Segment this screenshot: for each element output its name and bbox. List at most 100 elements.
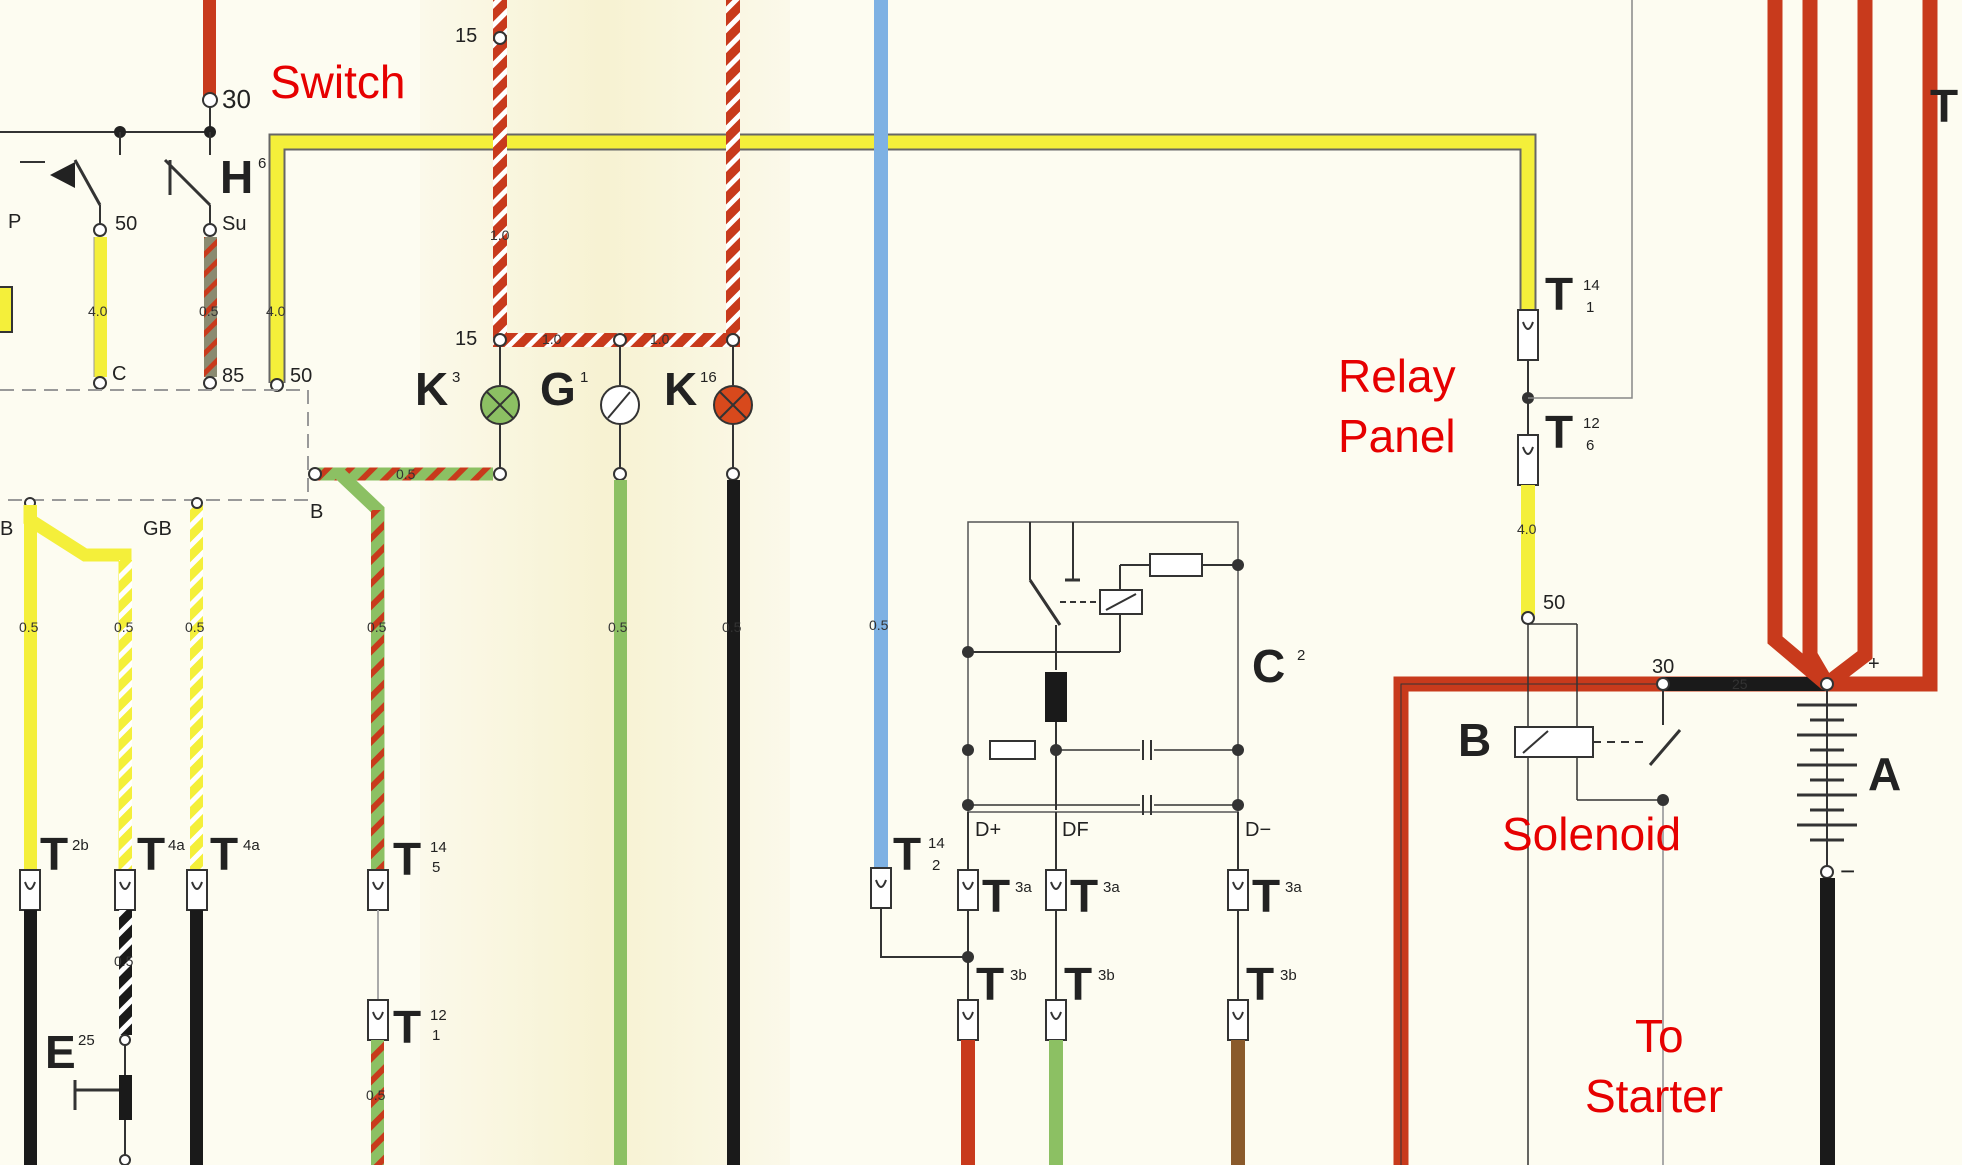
connector-pin-glyphs xyxy=(24,321,1534,1020)
svg-text:4a: 4a xyxy=(243,837,260,854)
terminal-85: 85 xyxy=(222,365,244,387)
terminal-50-relay: 50 xyxy=(290,365,312,387)
svg-text:4.0: 4.0 xyxy=(1517,521,1537,537)
component-h-sup: 6 xyxy=(258,155,266,172)
svg-text:T: T xyxy=(210,828,238,880)
warning-lamps-section xyxy=(308,0,753,1165)
svg-text:T: T xyxy=(40,828,68,880)
solenoid-label: Solenoid xyxy=(1502,808,1681,860)
svg-text:T: T xyxy=(976,958,1004,1010)
terminal-gb: GB xyxy=(143,518,172,540)
connector-t12-6: T 12 6 xyxy=(1545,406,1600,458)
component-c2: C xyxy=(1252,640,1285,692)
terminal-c: C xyxy=(112,363,126,385)
dashed-module-box xyxy=(0,389,309,501)
svg-text:0.5: 0.5 xyxy=(396,466,416,482)
svg-text:1.0: 1.0 xyxy=(490,227,510,243)
svg-text:5: 5 xyxy=(432,859,440,876)
component-b: B xyxy=(1458,714,1491,766)
svg-text:T: T xyxy=(137,828,165,880)
terminal-su: Su xyxy=(222,213,246,235)
starter-signal-wire xyxy=(268,133,1537,392)
relay-panel-label-1: Relay xyxy=(1338,350,1456,402)
to-starter-label-2: Starter xyxy=(1585,1070,1723,1122)
connector-t3a-2: T 3a xyxy=(1070,870,1120,922)
to-starter-label-1: To xyxy=(1635,1010,1684,1062)
svg-text:T: T xyxy=(1252,870,1280,922)
svg-text:T: T xyxy=(1246,958,1274,1010)
svg-text:2b: 2b xyxy=(72,837,89,854)
component-e25: E xyxy=(45,1026,76,1078)
svg-text:4a: 4a xyxy=(168,837,185,854)
svg-text:0.5: 0.5 xyxy=(19,619,39,635)
svg-text:T: T xyxy=(982,870,1010,922)
svg-text:T: T xyxy=(393,1001,421,1053)
svg-text:1.0: 1.0 xyxy=(542,331,562,347)
component-t-right: T xyxy=(1930,80,1958,132)
connector-t14-1: T 14 1 xyxy=(1545,268,1600,320)
terminal-b: B xyxy=(310,501,323,523)
connector-t2b: T 2b xyxy=(40,828,89,880)
svg-text:0.5: 0.5 xyxy=(114,953,134,969)
svg-text:0.5: 0.5 xyxy=(608,619,628,635)
svg-text:0.5: 0.5 xyxy=(367,619,387,635)
wire-gauge-labels: 1.0 1.0 1.0 4.0 0.5 4.0 4.0 0.5 0.5 0.5 … xyxy=(19,227,1748,1103)
terminal-30: 30 xyxy=(222,84,251,114)
terminal-d-plus: D+ xyxy=(975,819,1001,841)
svg-text:1: 1 xyxy=(1586,299,1594,316)
svg-text:0.5: 0.5 xyxy=(185,619,205,635)
svg-text:14: 14 xyxy=(928,835,945,852)
component-g1: G xyxy=(540,363,576,415)
component-k16: K xyxy=(664,363,697,415)
terminal-50: 50 xyxy=(115,213,137,235)
connector-t3a-3: T 3a xyxy=(1252,870,1302,922)
terminal-15-top: 15 xyxy=(455,25,477,47)
component-k3: K xyxy=(415,363,448,415)
svg-text:12: 12 xyxy=(1583,415,1600,432)
terminal-15: 15 xyxy=(455,328,477,350)
svg-text:4.0: 4.0 xyxy=(88,303,108,319)
component-g1-sup: 1 xyxy=(580,369,588,386)
svg-text:12: 12 xyxy=(430,1007,447,1024)
component-e25-sup: 25 xyxy=(78,1032,95,1049)
switch-label: Switch xyxy=(270,56,405,108)
svg-text:0.5: 0.5 xyxy=(366,1087,386,1103)
svg-text:2: 2 xyxy=(932,857,940,874)
svg-text:3b: 3b xyxy=(1010,967,1027,984)
svg-text:T: T xyxy=(393,833,421,885)
svg-text:1: 1 xyxy=(432,1027,440,1044)
terminal-df: DF xyxy=(1062,819,1089,841)
svg-text:T: T xyxy=(893,828,921,880)
lower-left-wires xyxy=(19,497,208,1165)
connector-t3b-2: T 3b xyxy=(1064,958,1115,1010)
solenoid-coil-icon xyxy=(1514,726,1594,758)
svg-text:0.5: 0.5 xyxy=(869,617,889,633)
terminal-plus: + xyxy=(1868,653,1880,675)
svg-text:3a: 3a xyxy=(1103,879,1120,896)
battery-icon xyxy=(1797,690,1857,868)
svg-text:1.0: 1.0 xyxy=(650,331,670,347)
component-h: H xyxy=(220,151,253,203)
svg-text:T: T xyxy=(1070,870,1098,922)
component-a: A xyxy=(1868,748,1901,800)
terminal-p: P xyxy=(8,211,21,233)
left-switch-section xyxy=(0,0,218,390)
svg-text:0.5: 0.5 xyxy=(114,619,134,635)
connector-t4a-1: T 4a xyxy=(137,828,185,880)
svg-text:0.5: 0.5 xyxy=(722,619,742,635)
terminal-d-minus: D− xyxy=(1245,819,1271,841)
svg-text:3a: 3a xyxy=(1285,879,1302,896)
svg-text:3b: 3b xyxy=(1280,967,1297,984)
terminal-30-solenoid: 30 xyxy=(1652,656,1674,678)
svg-text:3a: 3a xyxy=(1015,879,1032,896)
relay-panel-connectors xyxy=(1517,0,1633,625)
connector-t4a-2: T 4a xyxy=(210,828,260,880)
component-k16-sup: 16 xyxy=(700,369,717,386)
svg-text:4.0: 4.0 xyxy=(266,303,286,319)
svg-text:T: T xyxy=(1545,406,1573,458)
svg-text:14: 14 xyxy=(1583,277,1600,294)
connector-t14-5: T 14 5 xyxy=(393,833,447,885)
svg-text:0.5: 0.5 xyxy=(199,303,219,319)
svg-text:T: T xyxy=(1545,268,1573,320)
c2-regulator xyxy=(957,521,1249,1165)
